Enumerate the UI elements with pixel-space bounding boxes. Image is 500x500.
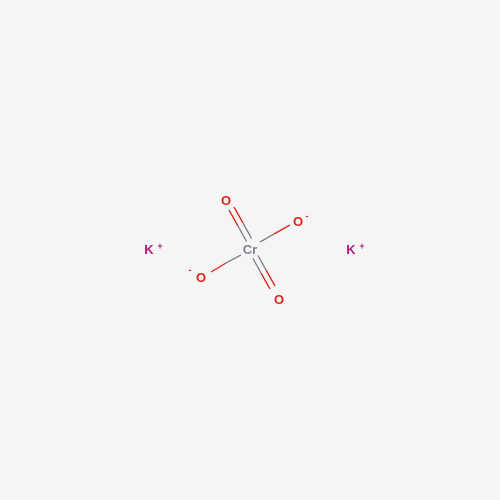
charge-o-lower: - (189, 265, 192, 275)
atom-cr: Cr (243, 242, 257, 257)
bond-cr-o4 (252, 255, 276, 290)
atom-o-double-upper: O (221, 193, 231, 208)
atom-o-double-lower: O (274, 292, 284, 307)
charge-o-upper: - (306, 211, 309, 221)
bond-cr-o3 (210, 254, 242, 273)
atom-o-anion-lower: O (196, 270, 206, 285)
atom-k-right: K (346, 242, 356, 257)
atom-o-anion-upper: O (293, 214, 303, 229)
charge-k-right: + (359, 241, 364, 251)
bond-cr-o2 (259, 224, 291, 243)
charge-k-left: + (157, 241, 162, 251)
atom-k-left: K (144, 242, 154, 257)
bond-cr-o1 (228, 206, 253, 242)
